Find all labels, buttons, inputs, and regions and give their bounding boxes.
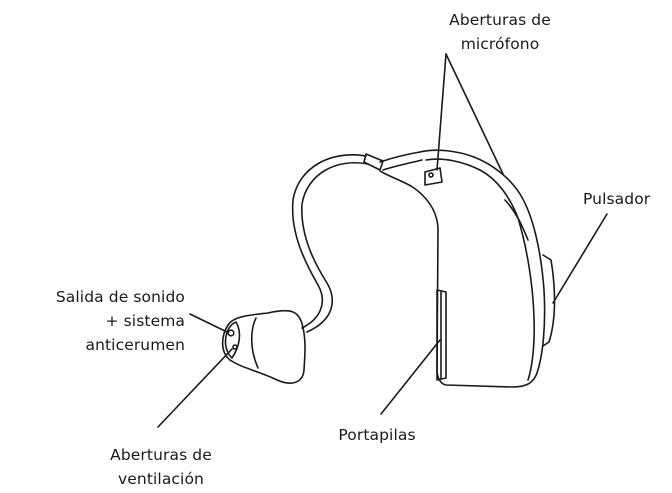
sound-outlet-label-line-1: Salida de sonido [55,288,185,306]
sound-outlet-label: Salida de sonido + sistema anticerumen [56,285,185,357]
mic-leader-left [436,53,447,171]
battery-leader [380,339,441,415]
mic-leader-right [445,53,504,175]
microphone-label-line-2: micrófono [460,35,540,53]
push-button [542,254,556,347]
leader-lines [157,53,608,428]
button-leader [552,213,608,304]
battery-holder-label-text: Portapilas [338,426,416,444]
microphone-openings-label: Aberturas de micrófono [449,8,551,56]
microphone-label-line-1: Aberturas de [449,11,551,29]
earpiece [221,309,306,384]
hook-connector [363,151,423,171]
sound-outlet-label-line-3: anticerumen [85,336,185,354]
vent-leader [157,348,233,428]
device-body [379,149,546,388]
battery-door [436,289,447,381]
push-button-label: Pulsador [583,187,650,211]
sound-outlet-label-line-2: + sistema [105,312,185,330]
vent-openings-label: Aberturas de ventilación [110,443,212,491]
tube [291,154,369,333]
push-button-label-text: Pulsador [583,190,651,208]
battery-holder-label: Portapilas [338,423,415,447]
sound-outlet-leader [189,313,228,333]
vent-label-line-2: ventilación [118,470,204,488]
vent-label-line-1: Aberturas de [110,446,212,464]
